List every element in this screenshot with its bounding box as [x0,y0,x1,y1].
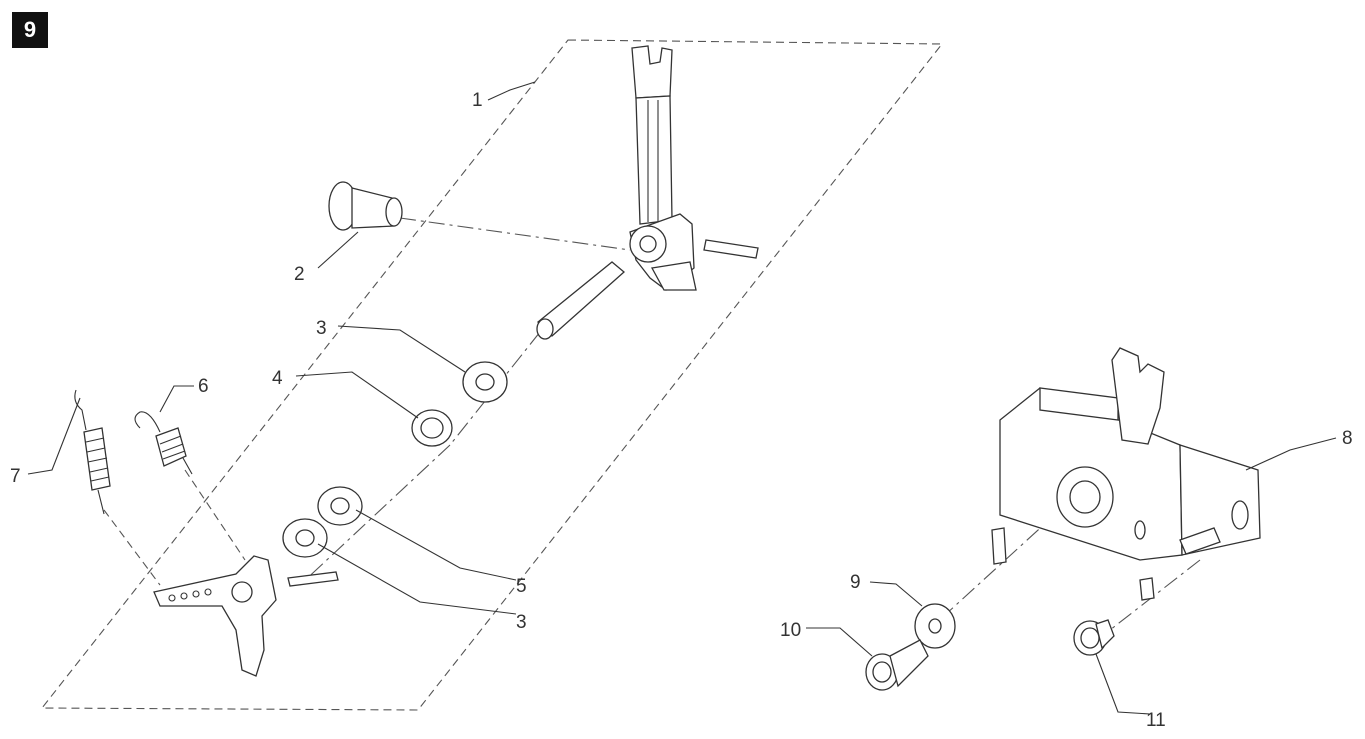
part-9-washer [914,603,956,649]
part-10-flange-bolt [865,639,929,691]
callout-11: 11 [1146,710,1166,731]
part-dowel-pin [703,239,759,259]
part-5-washer [317,486,363,526]
callout-4: 4 [272,368,283,389]
callout-1: 1 [472,90,483,111]
callout-2: 2 [294,264,305,285]
part-3-washer-lower [282,518,328,558]
part-small-pin [287,571,339,587]
part-8-bracket [991,347,1261,601]
part-2-flanged-bushing [328,181,403,231]
part-shift-arm [153,555,277,677]
callout-10: 10 [780,620,801,641]
part-1-shift-lever [629,45,697,291]
part-11-flange-nut [1073,619,1115,656]
callout-7: 7 [10,466,21,487]
callout-9: 9 [850,572,861,593]
subassembly-boundary [40,39,944,711]
callout-5: 5 [516,576,527,597]
callout-leaders [27,81,1337,715]
callout-3-lower: 3 [516,612,527,633]
part-pivot-pin [536,261,625,340]
callout-8: 8 [1342,428,1353,449]
part-3-washer-upper [462,361,508,403]
figure-number-badge: 9 [12,12,48,48]
callout-3-upper: 3 [316,318,327,339]
part-7-spring-long [74,389,111,515]
part-6-spring-short [134,411,193,475]
callout-6: 6 [198,376,209,397]
callout-labels: 1 2 3 3 4 5 6 7 8 9 10 11 [10,90,1353,731]
part-4-bushing [411,409,453,447]
